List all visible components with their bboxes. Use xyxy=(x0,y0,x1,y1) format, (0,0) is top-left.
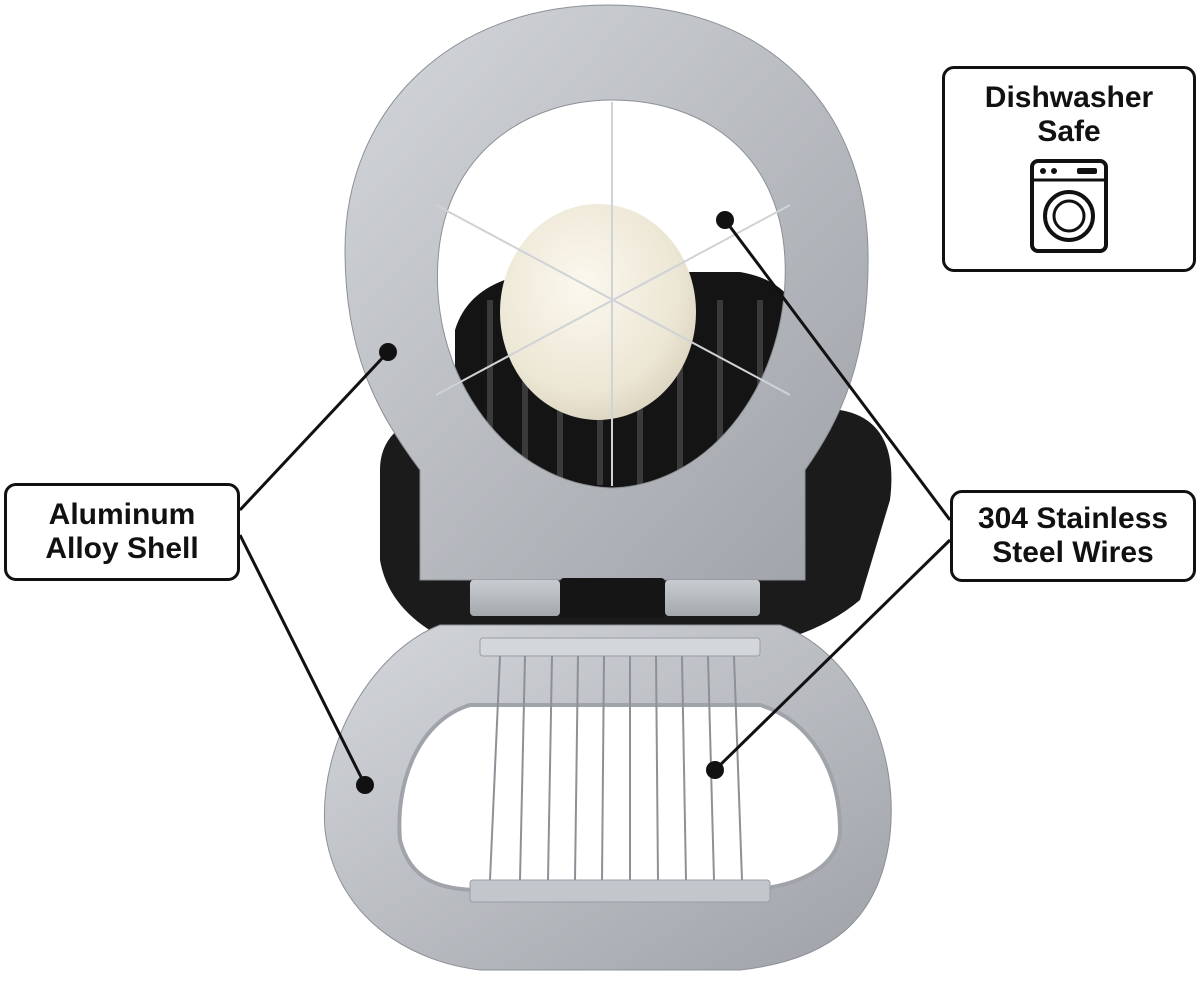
callout-text-line: Aluminum xyxy=(48,498,196,532)
leader-dot xyxy=(356,776,374,794)
washing-machine-icon xyxy=(1030,159,1108,254)
callout-text-line: Steel Wires xyxy=(992,536,1154,569)
badge-text-line: Safe xyxy=(1037,114,1101,148)
leader-wires-top xyxy=(723,219,952,521)
callout-text-line: 304 Stainless xyxy=(977,502,1169,536)
leader-dot xyxy=(379,343,397,361)
leader-wires-bottom xyxy=(713,538,952,772)
steel-wires xyxy=(489,655,743,881)
callout-stainless-steel-wires: 304 Stainless Steel Wires xyxy=(950,490,1196,582)
callout-aluminum-alloy-shell: Aluminum Alloy Shell xyxy=(4,483,240,581)
hinge-center xyxy=(560,578,665,618)
callout-text-line: Alloy Shell xyxy=(45,532,199,565)
hinge-left xyxy=(470,580,560,616)
leader-shell-bottom xyxy=(238,534,367,786)
boiled-egg xyxy=(500,204,696,420)
hinge-right xyxy=(665,580,760,616)
leader-shell-top xyxy=(238,350,390,512)
badge-text-line: Dishwasher xyxy=(984,81,1154,114)
dishwasher-safe-badge: Dishwasher Safe xyxy=(942,66,1196,272)
leader-dot xyxy=(716,211,734,229)
leader-dot xyxy=(706,761,724,779)
